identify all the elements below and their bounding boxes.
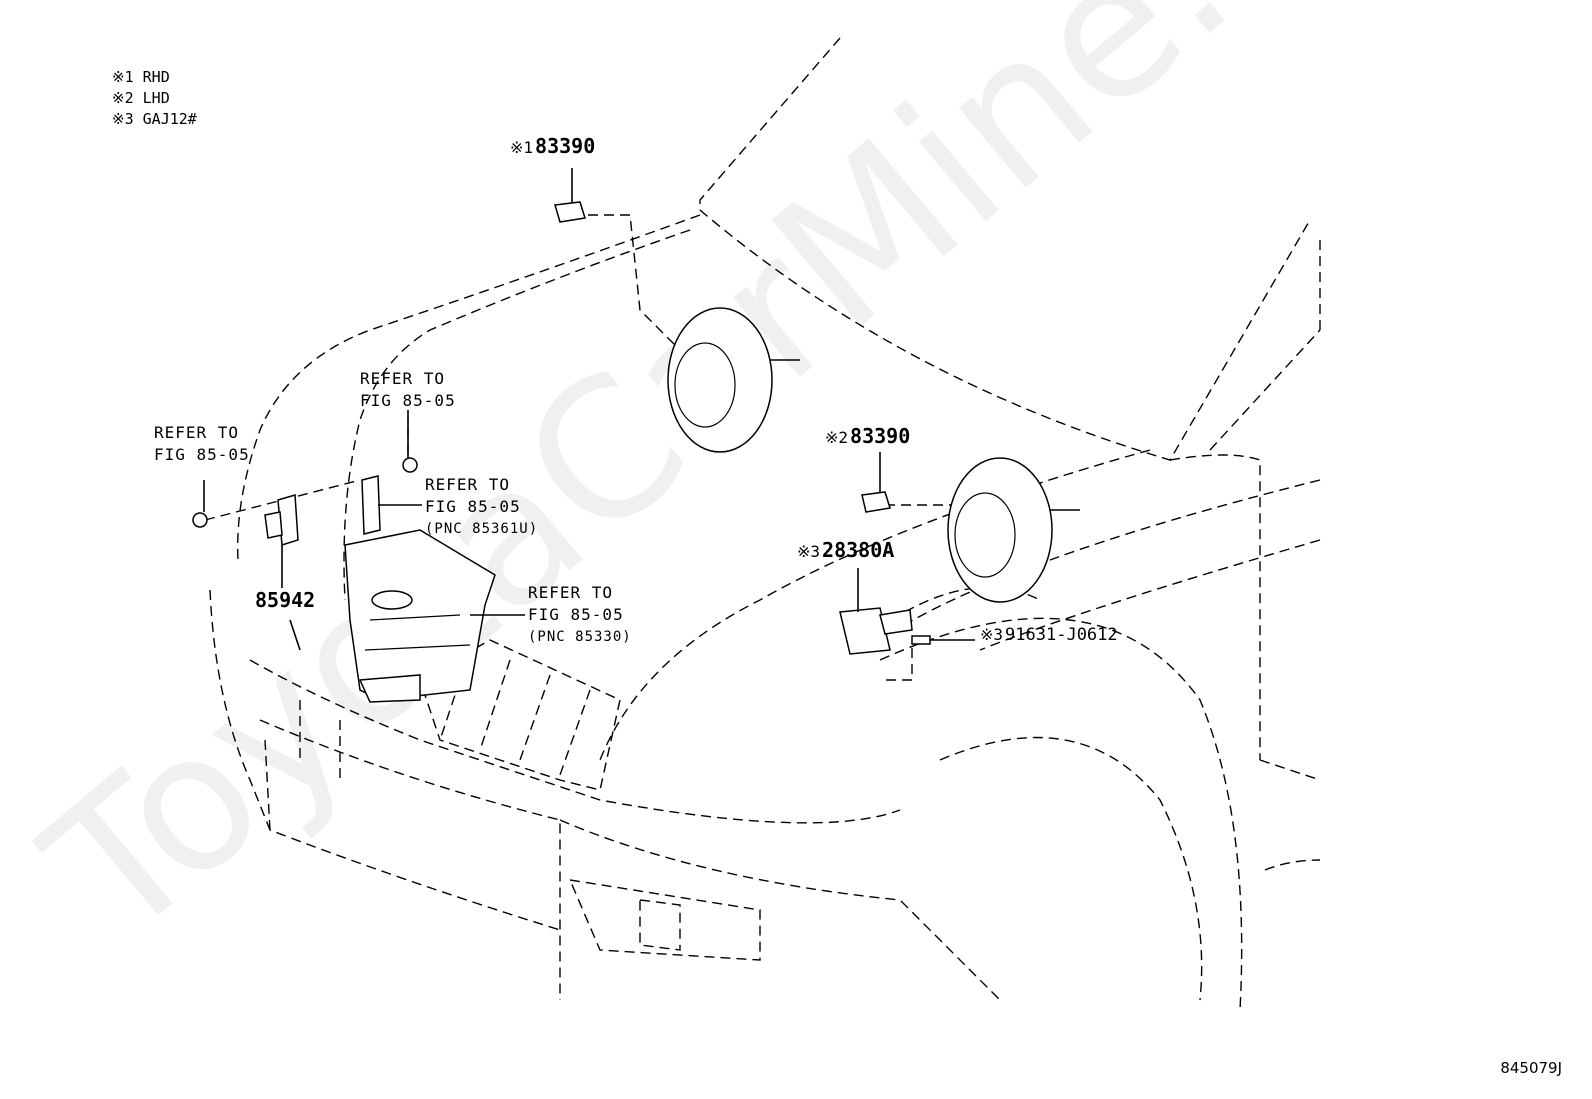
sensor-body [839,607,891,655]
leader-bolt-sensor [880,648,913,681]
ref-label-tank[interactable]: REFER TO FIG 85-05 (PNC 85330) [528,582,632,648]
ref-line: FIG 85-05 [360,391,456,410]
legend-mark: ※3 [112,110,134,128]
horn-disc-lhd [947,457,1053,603]
bolt-left [192,512,208,528]
fender-crease [879,479,1321,641]
ref-line: FIG 85-05 [154,445,250,464]
bumper-face [259,719,561,1000]
part-mark: ※1 [510,138,534,157]
legend-item-1: ※1 RHD [112,68,170,86]
fender-inner-edge [343,229,691,601]
horn-lhd-connector [861,491,891,513]
bumper-detail [299,700,341,780]
washer-tank [344,529,496,701]
cowl-edge [1169,454,1261,760]
wheel-arch [879,617,1243,1011]
washer-tank-cap [371,590,413,610]
ref-pnc: (PNC 85330) [528,629,632,645]
ref-label-top[interactable]: REFER TO FIG 85-05 [360,368,456,412]
nut-top [402,457,418,473]
horn-disc-rhd [667,307,773,453]
part-number: 83390 [850,424,911,448]
horn-disc-rhd-inner [674,342,736,428]
sensor-bolt [911,635,931,645]
legend-text: RHD [142,68,170,86]
ref-line: REFER TO [528,583,614,602]
horn-disc-lhd-inner [954,492,1016,578]
sensor-plug [879,609,913,635]
fog-light [639,899,681,951]
hood-left-edge [236,214,701,561]
part-number: 83390 [535,134,596,158]
diagram-code: 845079J [1500,1059,1562,1077]
bumper-top [249,659,901,824]
horn-rhd-connector [554,201,586,223]
ref-pnc: (PNC 85361U) [425,521,539,537]
leader-horn-rhd [588,214,681,351]
part-number: 28380A [822,538,895,562]
fog-light-housing [568,879,761,961]
legend-mark: ※2 [112,89,134,107]
fender-crease-2 [979,539,1321,651]
ref-line: REFER TO [154,423,240,442]
part-mark: ※3 [797,542,821,561]
ref-label-mid[interactable]: REFER TO FIG 85-05 (PNC 85361U) [425,474,538,540]
legend-text: GAJ12# [142,110,197,128]
side-sill [1259,759,1321,781]
ref-label-left[interactable]: REFER TO FIG 85-05 [154,422,250,466]
hood-edge [699,37,1311,461]
bumper-corner [264,739,271,831]
leader-sensor-bracket [904,586,1041,613]
ref-line: FIG 85-05 [528,605,624,624]
part-mark: ※2 [825,428,849,447]
bumper-lower [209,589,561,931]
wheel-arch-inner [939,736,1203,1001]
part-number: 91631-J0612 [1005,625,1118,645]
bracket-85942-tab [264,511,283,539]
part-label-bracket[interactable]: 85942 [255,590,315,610]
legend-item-3: ※3 GAJ12# [112,110,197,128]
side-line [1264,859,1321,871]
washer-tank-base [358,674,421,703]
washer-tank-ribs [364,614,471,651]
grille-outline [419,639,621,791]
legend-item-2: ※2 LHD [112,89,170,107]
part-mark: ※3 [980,625,1004,644]
tank-bracket [361,475,381,535]
part-number: 85942 [255,588,316,612]
legend-mark: ※1 [112,68,134,86]
windshield-edge [1209,329,1321,451]
bumper-right [559,819,1001,1001]
ref-line: REFER TO [360,369,446,388]
bracket-leader-2 [289,619,301,651]
ref-line: FIG 85-05 [425,497,521,516]
ref-line: REFER TO [425,475,511,494]
legend-text: LHD [142,89,170,107]
